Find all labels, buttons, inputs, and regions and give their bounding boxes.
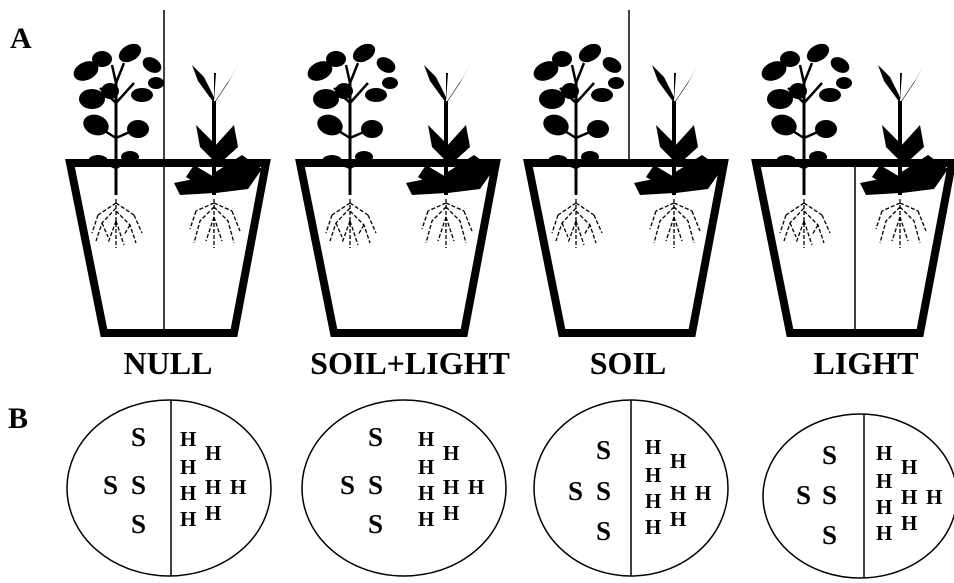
- grass-plant-icon: [858, 63, 950, 250]
- species-h-marker: H: [670, 481, 686, 505]
- species-h-marker: H: [443, 501, 459, 525]
- species-h-marker: H: [645, 489, 661, 513]
- species-s-marker: S: [822, 480, 837, 510]
- species-s-marker: S: [822, 440, 837, 470]
- species-h-marker: H: [901, 455, 917, 479]
- species-h-marker: H: [926, 485, 942, 509]
- species-h-marker: H: [418, 481, 434, 505]
- grass-plant-icon: [632, 63, 724, 250]
- species-h-marker: H: [205, 441, 221, 465]
- grass-plant-icon: [172, 63, 264, 250]
- species-h-marker: H: [468, 475, 484, 499]
- species-s-marker: S: [131, 509, 146, 539]
- species-s-marker: S: [822, 520, 837, 550]
- species-h-marker: H: [670, 507, 686, 531]
- species-h-marker: H: [670, 449, 686, 473]
- species-h-marker: H: [180, 427, 196, 451]
- species-h-marker: H: [645, 515, 661, 539]
- species-h-marker: H: [901, 511, 917, 535]
- species-h-marker: H: [443, 441, 459, 465]
- species-h-marker: H: [901, 485, 917, 509]
- species-h-marker: H: [695, 481, 711, 505]
- species-h-marker: H: [230, 475, 246, 499]
- species-h-marker: H: [205, 501, 221, 525]
- species-h-marker: H: [876, 495, 892, 519]
- species-s-marker: S: [596, 516, 611, 546]
- treatment-null-pot: [70, 10, 266, 333]
- species-h-marker: H: [180, 507, 196, 531]
- species-h-marker: H: [418, 455, 434, 479]
- layout-soil-light: S S S S H H H H H H H H: [301, 399, 507, 577]
- species-s-marker: S: [368, 422, 383, 452]
- species-s-marker: S: [340, 470, 355, 500]
- treatment-label-null: NULL: [124, 345, 213, 381]
- species-h-marker: H: [443, 475, 459, 499]
- species-h-marker: H: [645, 435, 661, 459]
- species-s-marker: S: [568, 476, 583, 506]
- species-h-marker: H: [876, 441, 892, 465]
- layout-soil: S S S S H H H H H H H H: [533, 399, 729, 577]
- species-h-marker: H: [876, 521, 892, 545]
- species-h-marker: H: [645, 463, 661, 487]
- species-h-marker: H: [418, 507, 434, 531]
- treatment-label-light: LIGHT: [814, 345, 919, 381]
- species-s-marker: S: [131, 422, 146, 452]
- panel-label-a: A: [10, 22, 32, 55]
- species-h-marker: H: [876, 469, 892, 493]
- layout-null: S S S S H H H H H H H H: [66, 399, 272, 577]
- species-h-marker: H: [205, 475, 221, 499]
- treatment-label-soil: SOIL: [590, 345, 666, 381]
- species-h-marker: H: [180, 481, 196, 505]
- treatment-soil-light-pot: [300, 38, 496, 333]
- grass-plant-icon: [404, 63, 496, 250]
- species-s-marker: S: [596, 435, 611, 465]
- species-s-marker: S: [368, 509, 383, 539]
- species-s-marker: S: [596, 476, 611, 506]
- species-h-marker: H: [180, 455, 196, 479]
- forb-plant-icon: [302, 38, 400, 250]
- species-s-marker: S: [103, 470, 118, 500]
- species-s-marker: S: [131, 470, 146, 500]
- species-s-marker: S: [368, 470, 383, 500]
- forb-plant-icon: [756, 38, 854, 250]
- treatment-label-soil-light: SOIL+LIGHT: [310, 345, 510, 381]
- panel-label-b: B: [8, 402, 28, 435]
- species-s-marker: S: [796, 480, 811, 510]
- treatment-light-pot: [756, 38, 952, 333]
- species-h-marker: H: [418, 427, 434, 451]
- forb-plant-icon: [528, 38, 626, 250]
- treatment-soil-pot: [528, 10, 724, 333]
- layout-light: S S S S H H H H H H H H: [762, 413, 954, 579]
